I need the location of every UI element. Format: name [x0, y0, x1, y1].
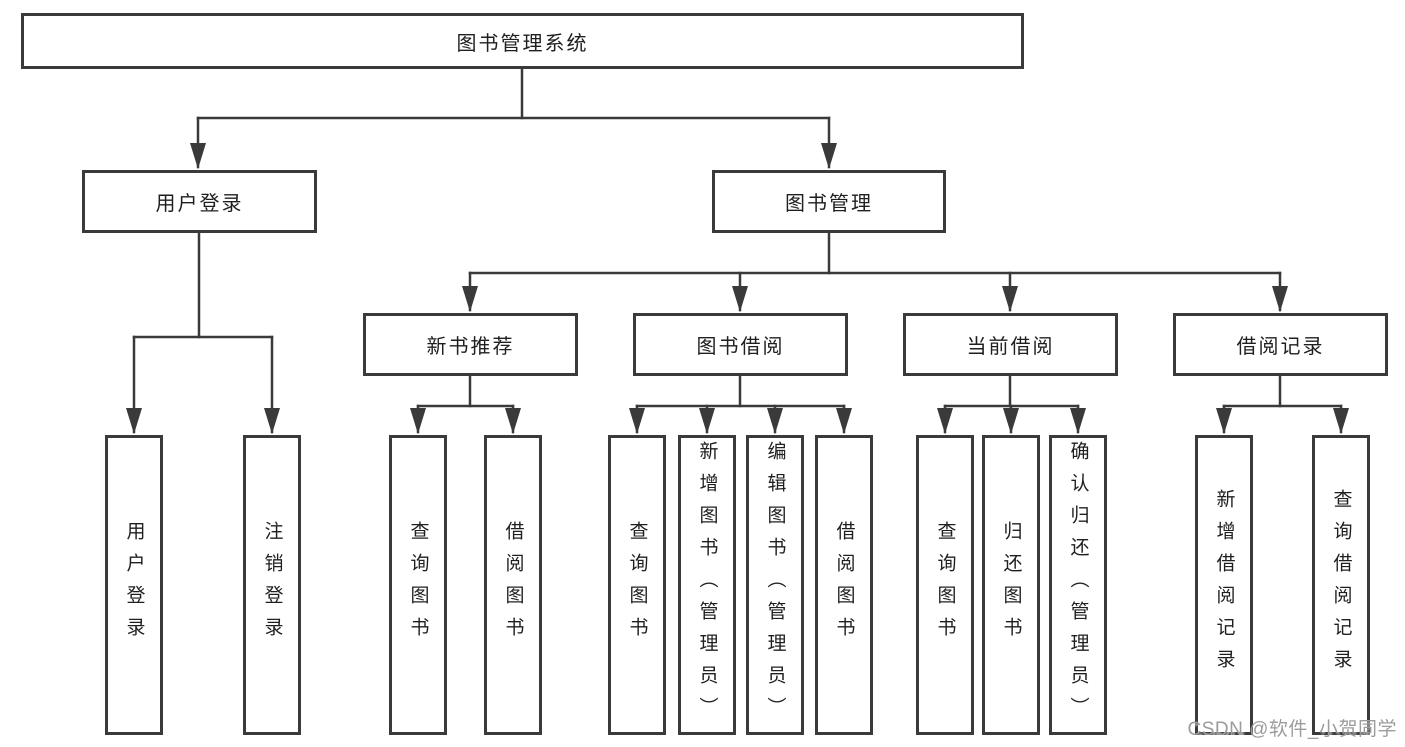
node-library-management-system: 图书管理系统	[21, 13, 1024, 69]
node-label: 查询图书	[934, 521, 956, 649]
node-label: 注销登录	[261, 521, 283, 649]
leaf-borrow-books-recommend: 借阅图书	[484, 435, 542, 735]
node-label: 当前借阅	[966, 336, 1055, 358]
csdn-watermark: CSDN @软件_小贺同学	[1187, 719, 1397, 740]
node-book-management: 图书管理	[712, 170, 946, 233]
node-label: 归还图书	[1000, 521, 1022, 649]
leaf-return-books: 归还图书	[982, 435, 1040, 735]
node-label: 确认归还（管理员）	[1067, 441, 1089, 729]
node-label: 新增借阅记录	[1213, 489, 1235, 681]
node-book-borrowing: 图书借阅	[633, 313, 848, 376]
node-label: 图书管理	[785, 193, 873, 215]
leaf-logout: 注销登录	[243, 435, 301, 735]
node-label: 图书借阅	[696, 336, 785, 358]
node-label: 编辑图书（管理员）	[764, 441, 786, 729]
leaf-edit-books-admin: 编辑图书（管理员）	[746, 435, 804, 735]
node-user-login: 用户登录	[82, 170, 317, 233]
leaf-confirm-return-admin: 确认归还（管理员）	[1049, 435, 1107, 735]
leaf-query-books-current: 查询图书	[916, 435, 974, 735]
leaf-query-books-recommend: 查询图书	[389, 435, 447, 735]
node-label: 借阅图书	[502, 521, 524, 649]
node-label: 用户登录	[155, 193, 244, 215]
node-new-book-recommendation: 新书推荐	[363, 313, 578, 376]
node-label: 查询图书	[626, 521, 648, 649]
node-current-borrowing: 当前借阅	[903, 313, 1118, 376]
leaf-query-books-borrow: 查询图书	[608, 435, 666, 735]
leaf-add-borrow-record: 新增借阅记录	[1195, 435, 1253, 735]
node-label: 新书推荐	[426, 336, 515, 358]
node-borrowing-records: 借阅记录	[1173, 313, 1388, 376]
node-label: 新增图书（管理员）	[696, 441, 718, 729]
leaf-add-books-admin: 新增图书（管理员）	[678, 435, 736, 735]
leaf-query-borrow-record: 查询借阅记录	[1312, 435, 1370, 735]
leaf-borrow-books: 借阅图书	[815, 435, 873, 735]
node-label: 图书管理系统	[456, 32, 589, 55]
node-label: 用户登录	[123, 521, 145, 649]
leaf-user-login: 用户登录	[105, 435, 163, 735]
node-label: 借阅图书	[833, 521, 855, 649]
node-label: 查询借阅记录	[1330, 489, 1352, 681]
node-label: 借阅记录	[1236, 336, 1325, 358]
node-label: 查询图书	[407, 521, 429, 649]
